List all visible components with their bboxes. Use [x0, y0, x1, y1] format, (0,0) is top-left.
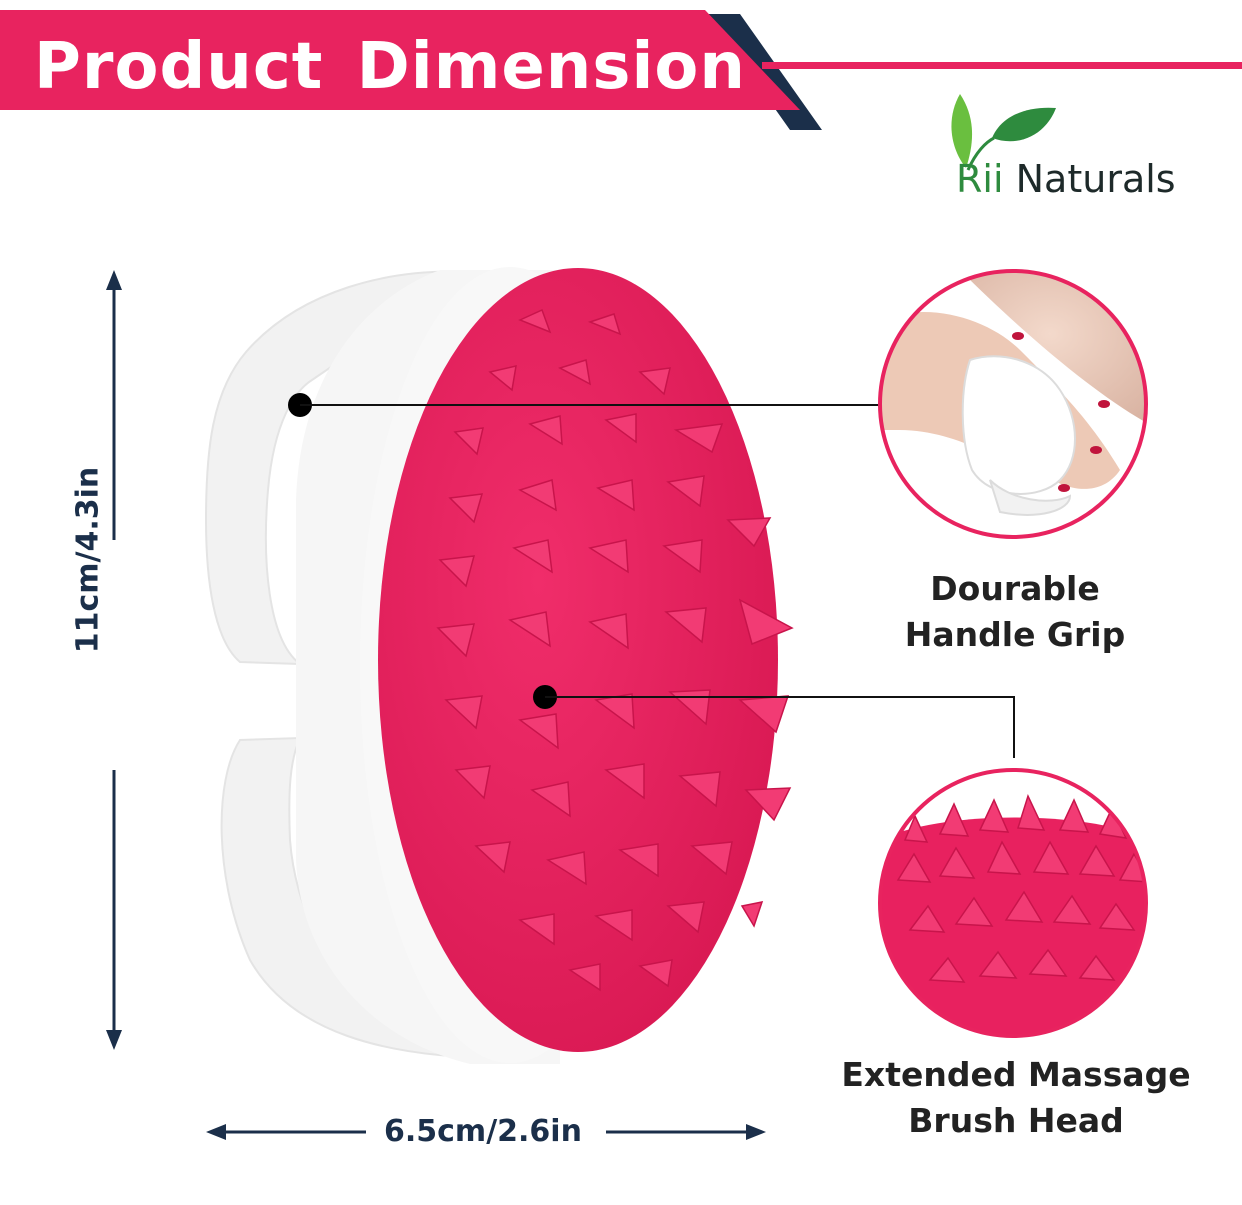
height-dimension-arrow	[106, 270, 122, 1050]
brush-head-closeup	[878, 768, 1148, 1038]
handle-grip-label: Dourable Handle Grip	[880, 566, 1150, 658]
brand-name: Rii Naturals	[956, 156, 1176, 202]
massager-brush-head	[378, 268, 794, 1052]
brush-head-label: Extended Massage Brush Head	[826, 1052, 1206, 1144]
handle-grip-closeup	[878, 269, 1148, 539]
brand-prefix: Rii	[956, 157, 1004, 201]
height-value: 11cm/4.3in	[70, 466, 106, 654]
handle-callout-line	[288, 393, 880, 417]
brand-suffix: Naturals	[1015, 157, 1176, 201]
brush-head-label-line2: Brush Head	[908, 1101, 1124, 1140]
brush-head-label-line1: Extended Massage	[841, 1055, 1191, 1094]
header-rule	[762, 62, 1242, 69]
header-banner	[0, 10, 1242, 130]
brush-callout-line	[533, 685, 1015, 758]
width-dimension-label: 6.5cm/2.6in	[384, 1114, 582, 1149]
width-dimension-arrow	[206, 1124, 766, 1140]
handle-grip-label-line1: Dourable	[930, 569, 1100, 608]
page-title: Product Dimension	[34, 30, 746, 104]
handle-grip-label-line2: Handle Grip	[904, 615, 1126, 654]
leaf-logo-icon	[951, 94, 1056, 171]
